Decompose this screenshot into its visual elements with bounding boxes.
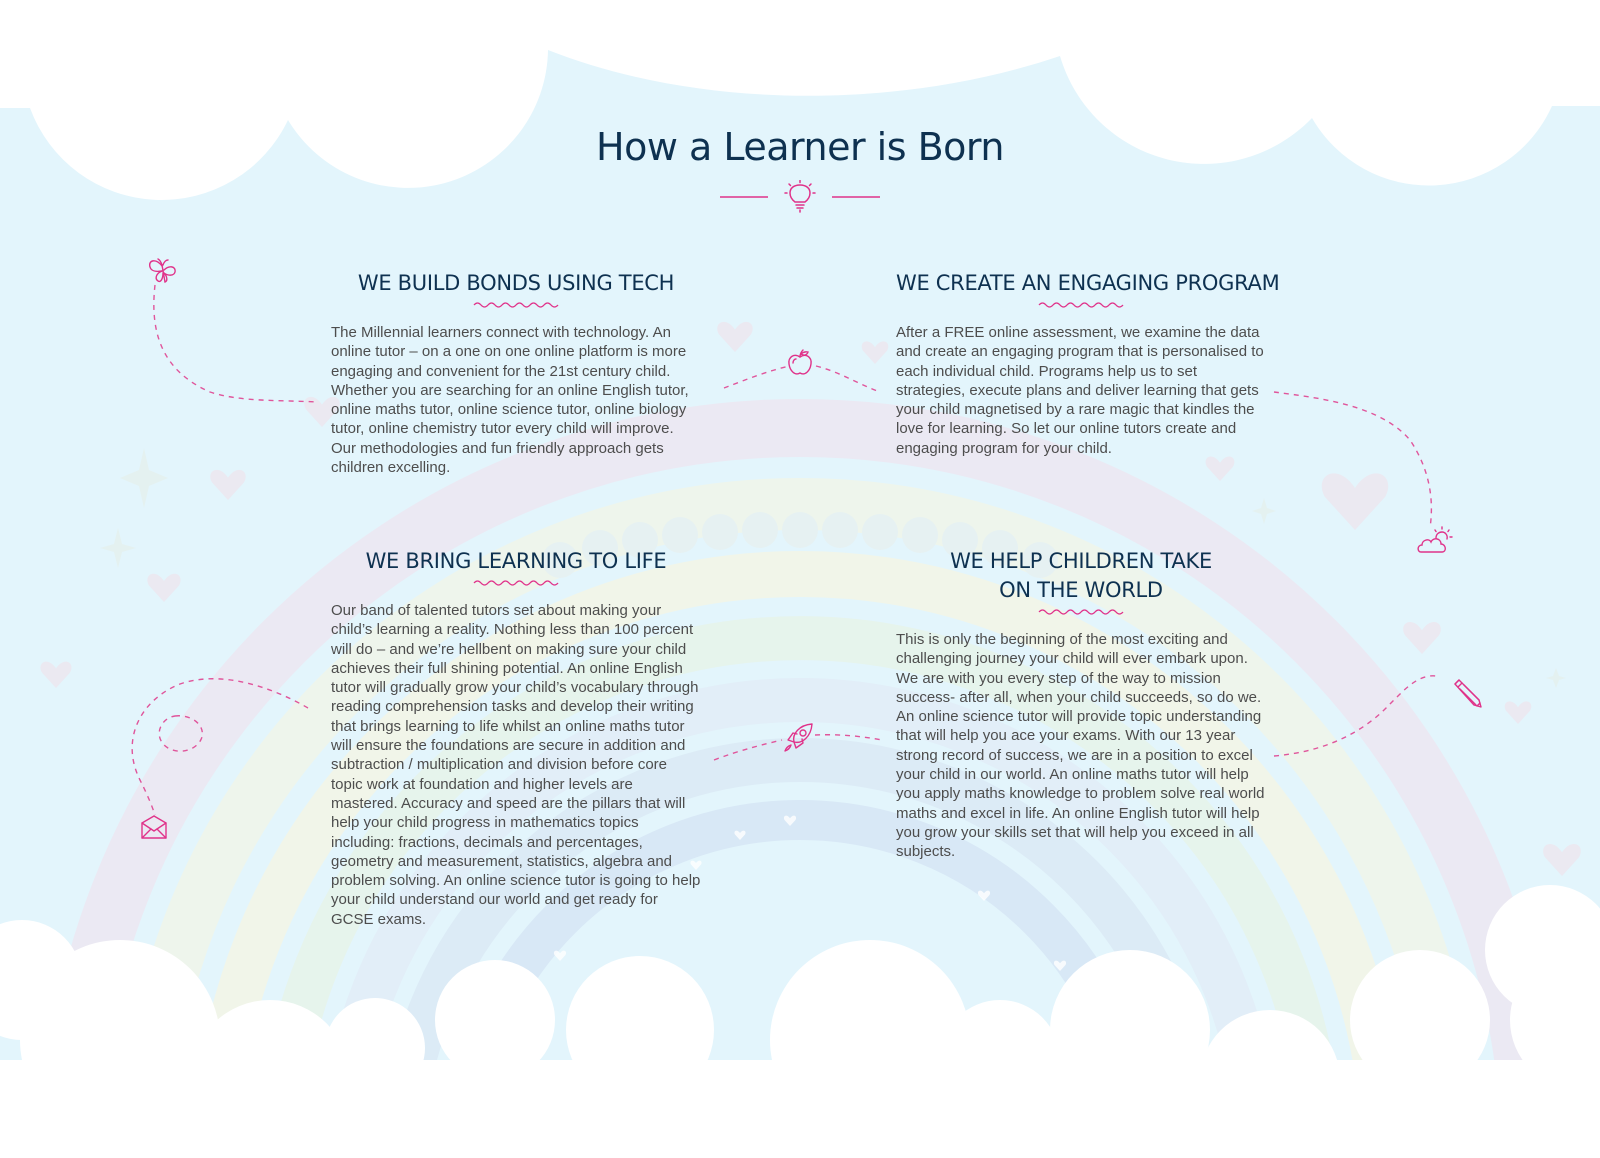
wave-underline bbox=[473, 302, 559, 308]
section-body: After a FREE online assessment, we exami… bbox=[896, 324, 1264, 457]
lightbulb-icon bbox=[784, 180, 816, 213]
pencil-icon bbox=[1454, 679, 1482, 708]
cloud-sun-icon bbox=[1417, 526, 1453, 553]
title-divider bbox=[720, 180, 880, 213]
section-body: This is only the beginning of the most e… bbox=[896, 631, 1265, 861]
butterfly-icon bbox=[149, 258, 176, 283]
section-heading: WE BUILD BONDS USING TECH bbox=[357, 271, 675, 295]
page-title: How a Learner is Born bbox=[596, 125, 1004, 169]
section-body: The Millennial learners connect with tec… bbox=[331, 324, 689, 477]
apple-icon bbox=[788, 349, 812, 375]
section-engaging-program: WE CREATE AN ENGAGING PROGRAM After a FR… bbox=[896, 269, 1280, 458]
section-body: Our band of talented tutors set about ma… bbox=[331, 602, 701, 928]
section-learning-to-life: WE BRING LEARNING TO LIFE Our band of ta… bbox=[331, 547, 701, 929]
section-build-bonds: WE BUILD BONDS USING TECH The Millennial… bbox=[331, 269, 701, 477]
wave-underline bbox=[473, 580, 559, 586]
section-heading: WE BRING LEARNING TO LIFE bbox=[365, 549, 667, 573]
wave-underline bbox=[1038, 609, 1124, 615]
envelope-icon bbox=[141, 815, 167, 839]
section-heading: WE HELP CHILDREN TAKE ON THE WORLD bbox=[950, 549, 1212, 602]
section-heading: WE CREATE AN ENGAGING PROGRAM bbox=[896, 271, 1280, 295]
rocket-icon bbox=[784, 723, 813, 752]
wave-underline bbox=[1038, 302, 1124, 308]
section-take-on-world: WE HELP CHILDREN TAKE ON THE WORLD This … bbox=[896, 547, 1266, 862]
